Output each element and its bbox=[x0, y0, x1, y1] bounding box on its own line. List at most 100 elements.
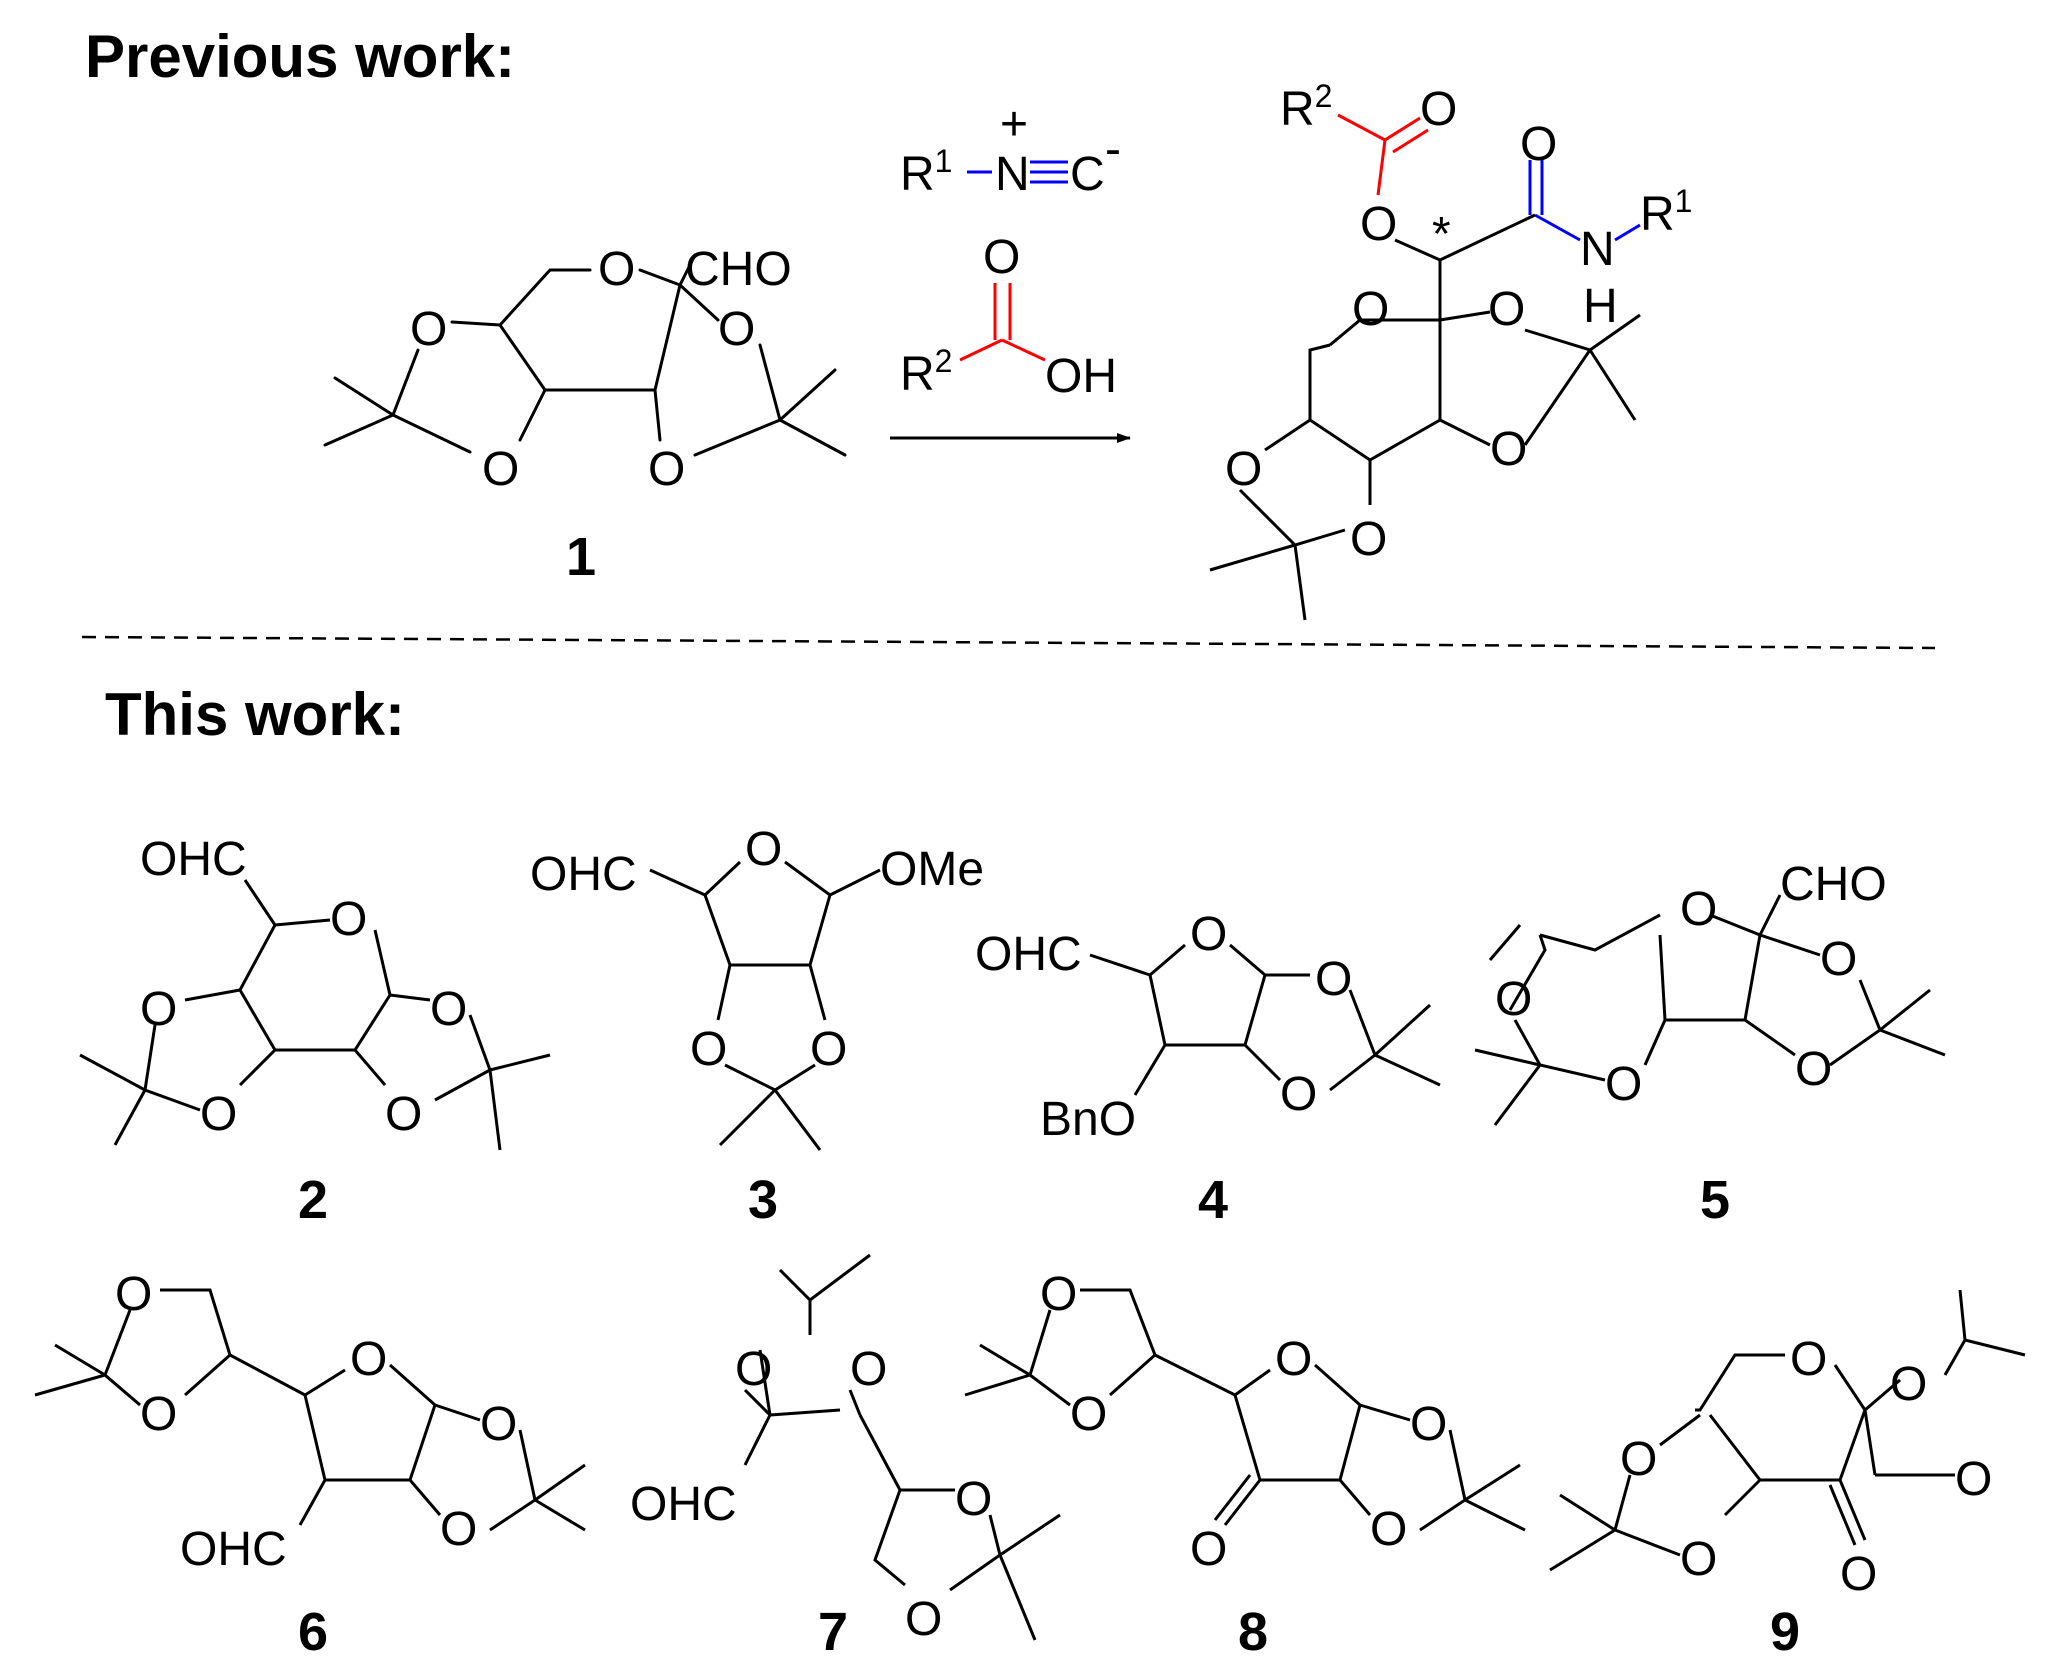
compound-1-atom-o-right-top: O bbox=[718, 303, 755, 356]
compound-8-atom-ring-o: O bbox=[1275, 1333, 1312, 1386]
compound-7-atom-o-1: O bbox=[735, 1343, 772, 1396]
compound-2-atom-ring-o: O bbox=[330, 893, 367, 946]
compound-4-atom-bno: BnO bbox=[1040, 1093, 1136, 1146]
compound-9-atom-ring-o: O bbox=[1790, 1333, 1827, 1386]
compound-2-atom-o-1: O bbox=[140, 983, 177, 1036]
isocyanide-c: C bbox=[1070, 148, 1105, 201]
compound-7-atom-ohc: OHC bbox=[630, 1478, 737, 1531]
section-divider bbox=[81, 635, 1936, 650]
compound-8-labels: O O O O O O 8 bbox=[1040, 1268, 1447, 1662]
product-stereo-mark: * bbox=[1432, 208, 1451, 261]
compound-4 bbox=[1089, 943, 1441, 1096]
compound-3-atom-o-2: O bbox=[810, 1023, 847, 1076]
product-n: N bbox=[1580, 223, 1615, 276]
compound-6-labels: O O O O O OHC 6 bbox=[115, 1268, 517, 1662]
compound-9-atom-o-3: O bbox=[1620, 1433, 1657, 1486]
compound-7-number: 7 bbox=[818, 1602, 848, 1662]
product-h: H bbox=[1583, 280, 1618, 333]
compound-8-atom-keto-o: O bbox=[1190, 1523, 1227, 1576]
compound-6-atom-ring-o: O bbox=[350, 1333, 387, 1386]
previous-work-heading: Previous work: bbox=[85, 23, 516, 90]
compound-6-atom-o-1: O bbox=[115, 1268, 152, 1321]
compound-2-atom-o-4: O bbox=[385, 1088, 422, 1141]
compound-5 bbox=[1474, 894, 1946, 1126]
compound-9-labels: O O O O O O 9 bbox=[1620, 1333, 1992, 1662]
compound-6-atom-o-2: O bbox=[140, 1388, 177, 1441]
compound-2-number: 2 bbox=[298, 1170, 328, 1230]
product bbox=[1209, 113, 1641, 621]
compound-1-atom-o-left-bottom: O bbox=[482, 443, 519, 496]
product-amide-o: O bbox=[1520, 118, 1557, 171]
compound-5-atom-o-4: O bbox=[1795, 1043, 1832, 1096]
svg-text:R1: R1 bbox=[900, 143, 952, 201]
compound-8-atom-o-4: O bbox=[1370, 1503, 1407, 1556]
compound-3-atom-o-1: O bbox=[690, 1023, 727, 1076]
acid-carbonyl-o: O bbox=[983, 231, 1020, 284]
compound-8-number: 8 bbox=[1238, 1602, 1268, 1662]
compound-1-number: 1 bbox=[566, 527, 596, 587]
this-work-heading: This work: bbox=[105, 681, 406, 748]
compound-5-number: 5 bbox=[1700, 1170, 1730, 1230]
compound-1-atom-cho: CHO bbox=[685, 243, 792, 296]
acid-oh: OH bbox=[1045, 350, 1117, 403]
product-r1: R bbox=[1640, 188, 1675, 241]
product-r1-superscript: 1 bbox=[1675, 183, 1693, 219]
compound-9-atom-o-2: O bbox=[1955, 1453, 1992, 1506]
product-o-c: O bbox=[1225, 443, 1262, 496]
compound-1-atom-o-left-top: O bbox=[410, 303, 447, 356]
compound-7-atom-o-2: O bbox=[850, 1343, 887, 1396]
product-o-b: O bbox=[1490, 423, 1527, 476]
compound-2-atom-o-2: O bbox=[430, 983, 467, 1036]
compound-6-atom-ohc: OHC bbox=[180, 1523, 287, 1576]
product-o-a: O bbox=[1488, 283, 1525, 336]
compound-5-labels: O CHO O O O O 5 bbox=[1495, 858, 1887, 1230]
product-r2-superscript: 2 bbox=[1315, 78, 1333, 114]
product-carbonyl-o: O bbox=[1420, 83, 1457, 136]
compound-4-number: 4 bbox=[1198, 1170, 1228, 1230]
compound-6 bbox=[34, 1288, 586, 1532]
isocyanide-n-charge: + bbox=[1000, 98, 1028, 151]
compound-2-atom-o-3: O bbox=[200, 1088, 237, 1141]
compound-4-atom-ring-o: O bbox=[1190, 908, 1227, 961]
compound-8-atom-o-3: O bbox=[1410, 1398, 1447, 1451]
compound-6-number: 6 bbox=[298, 1602, 328, 1662]
compound-7 bbox=[743, 1253, 1061, 1641]
compound-8-atom-o-2: O bbox=[1070, 1388, 1107, 1441]
product-r2: R bbox=[1280, 83, 1315, 136]
compound-3 bbox=[649, 860, 881, 1151]
compound-5-atom-o-1: O bbox=[1495, 973, 1532, 1026]
compound-1 bbox=[323, 253, 847, 457]
isocyanide-c-charge: - bbox=[1105, 123, 1121, 176]
compound-4-atom-o-1: O bbox=[1315, 953, 1352, 1006]
compound-1-atom-ring-o: O bbox=[598, 243, 635, 296]
compound-4-atom-ohc: OHC bbox=[975, 928, 1082, 981]
compound-6-atom-o-3: O bbox=[480, 1398, 517, 1451]
compound-9-atom-keto-o: O bbox=[1840, 1548, 1877, 1601]
compound-3-labels: OHC O OMe O O 3 bbox=[530, 823, 984, 1230]
compound-3-number: 3 bbox=[748, 1170, 778, 1230]
compound-8-atom-o-1: O bbox=[1040, 1268, 1077, 1321]
compound-6-atom-o-4: O bbox=[440, 1503, 477, 1556]
compound-1-atom-o-right-bottom: O bbox=[648, 443, 685, 496]
svg-text:R2: R2 bbox=[900, 343, 952, 401]
product-ester-o: O bbox=[1360, 198, 1397, 251]
compound-2-labels: OHC O O O O O 2 bbox=[140, 833, 467, 1230]
compound-1-labels: O CHO O O O O 1 bbox=[410, 243, 792, 587]
compound-5-atom-ring-o: O bbox=[1680, 883, 1717, 936]
svg-text:R2: R2 bbox=[1280, 78, 1332, 136]
compound-9-number: 9 bbox=[1770, 1602, 1800, 1662]
acid-r-superscript: 2 bbox=[935, 343, 953, 379]
compound-4-atom-o-2: O bbox=[1280, 1068, 1317, 1121]
compound-3-atom-ome: OMe bbox=[880, 843, 984, 896]
compound-5-atom-o-2: O bbox=[1820, 933, 1857, 986]
product-labels: R2 O O * O N H R1 O O O O O bbox=[1225, 78, 1692, 566]
compound-2-atom-ohc: OHC bbox=[140, 833, 247, 886]
compound-9-atom-o-1: O bbox=[1890, 1358, 1927, 1411]
product-o-d: O bbox=[1350, 513, 1387, 566]
carboxylic-acid-reagent: O R2 OH bbox=[900, 231, 1117, 403]
svg-text:R1: R1 bbox=[1640, 183, 1692, 241]
compound-7-atom-o-3: O bbox=[955, 1473, 992, 1526]
isocyanide-r: R bbox=[900, 148, 935, 201]
compound-7-atom-o-4: O bbox=[905, 1593, 942, 1646]
